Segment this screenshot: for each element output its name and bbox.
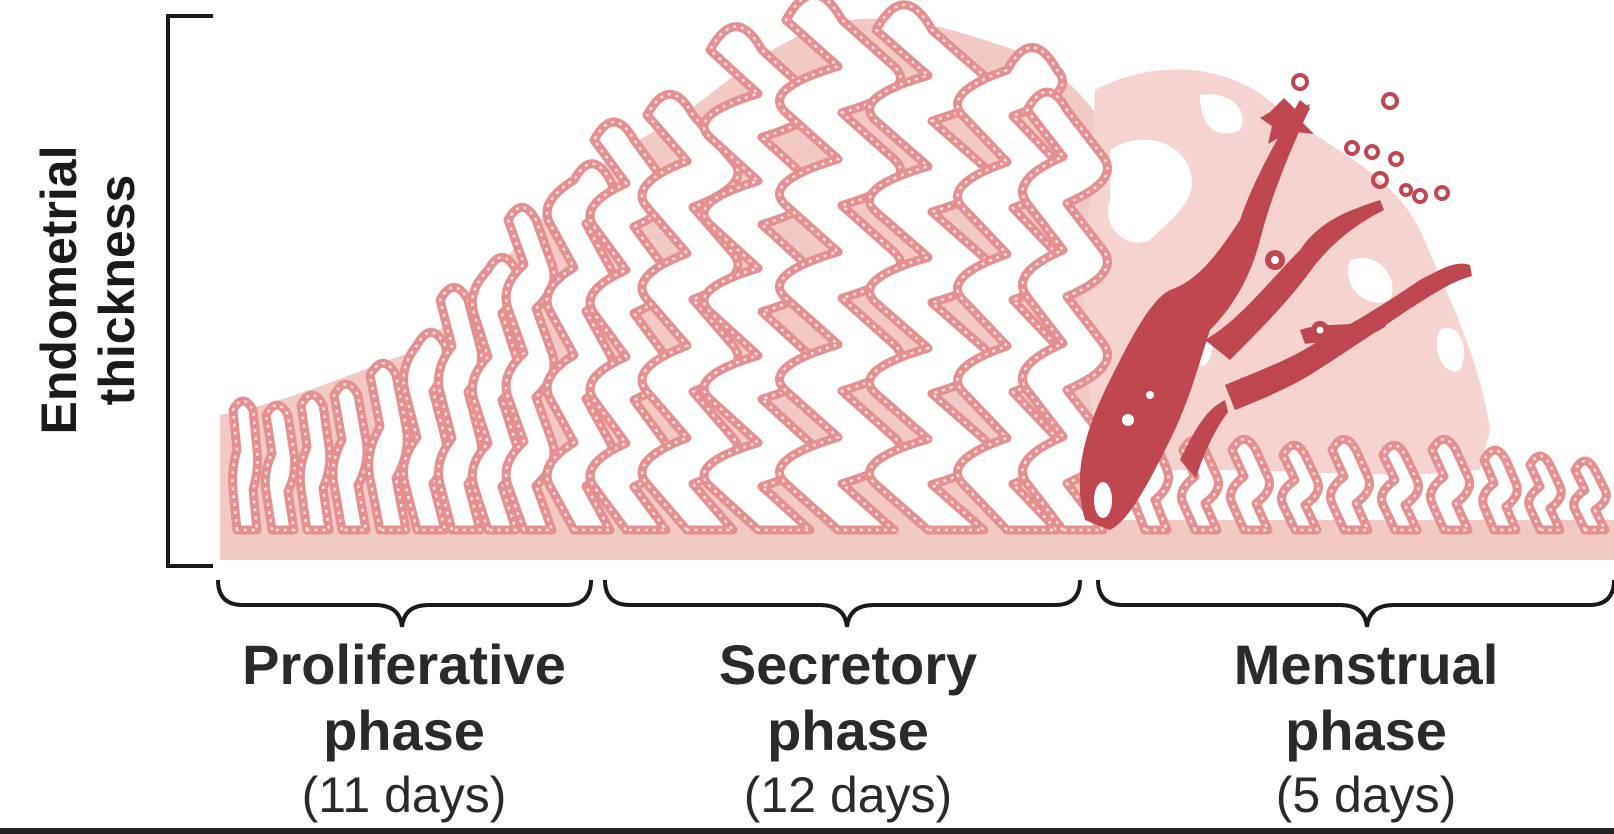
phase-braces [218,580,1614,627]
menstrual-brace [1098,580,1614,627]
phase-word: phase [1146,698,1586,764]
bottom-border [0,828,1614,834]
phase-word: phase [184,698,624,764]
proliferative-phase-label: Proliferative phase (11 days) [184,632,624,826]
phase-name: Proliferative [184,632,624,698]
y-axis-label: Endometrial thickness [30,146,146,435]
phase-duration: (5 days) [1146,764,1586,826]
secretory-phase-label: Secretory phase (12 days) [628,632,1068,826]
phase-word: phase [628,698,1068,764]
y-axis-label-line1: Endometrial [30,146,88,435]
y-axis-label-line2: thickness [88,146,146,435]
thickness-axis-bracket [168,16,213,566]
gland [333,384,367,530]
proliferative-brace [218,580,591,627]
gland [233,401,258,530]
phase-name: Menstrual [1146,632,1586,698]
menstrual-phase-label: Menstrual phase (5 days) [1146,632,1586,826]
phase-name: Secretory [628,632,1068,698]
phase-duration: (12 days) [628,764,1068,826]
secretory-brace [605,580,1080,627]
gland [1483,450,1518,530]
phase-duration: (11 days) [184,764,624,826]
gland [1574,461,1607,530]
gland [780,0,901,530]
